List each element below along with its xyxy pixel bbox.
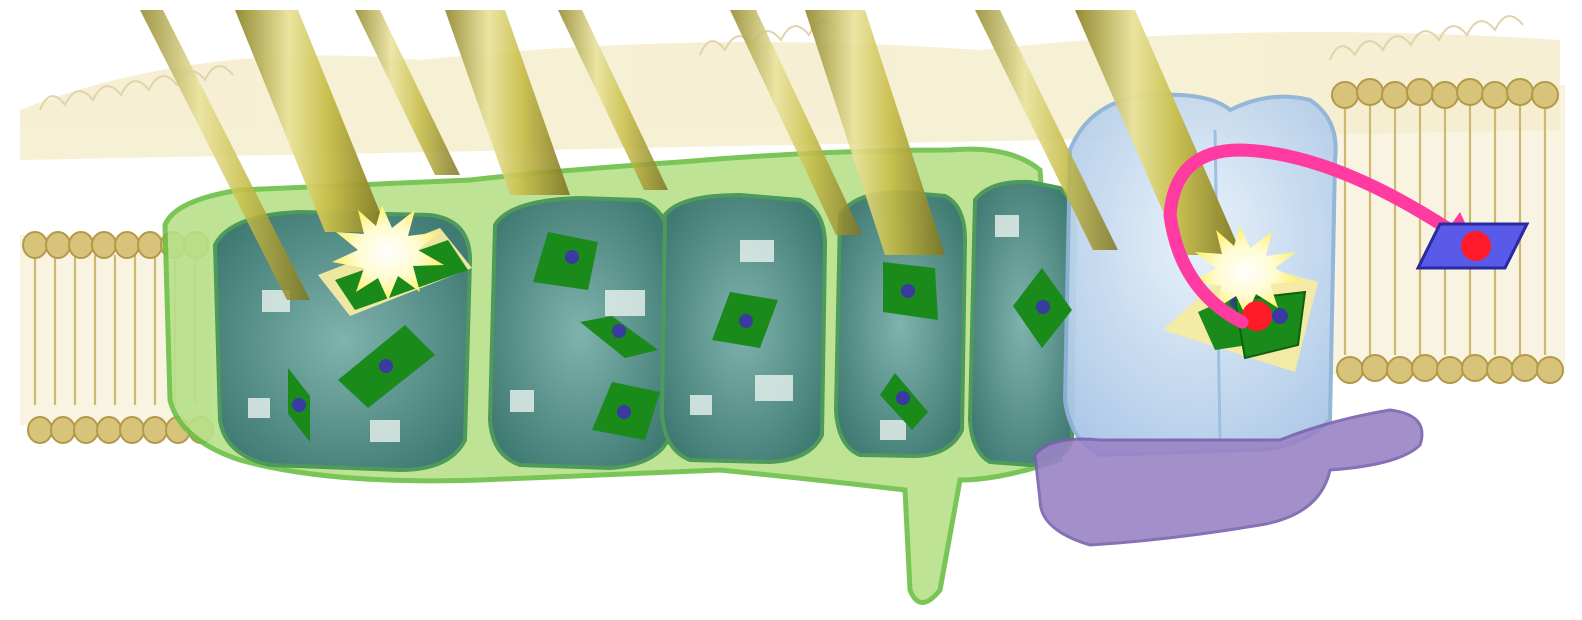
reaction-center (1065, 95, 1336, 455)
antenna-complex (165, 149, 1075, 602)
electron-icon (1461, 231, 1491, 261)
chlorophyll-icon (883, 262, 938, 320)
